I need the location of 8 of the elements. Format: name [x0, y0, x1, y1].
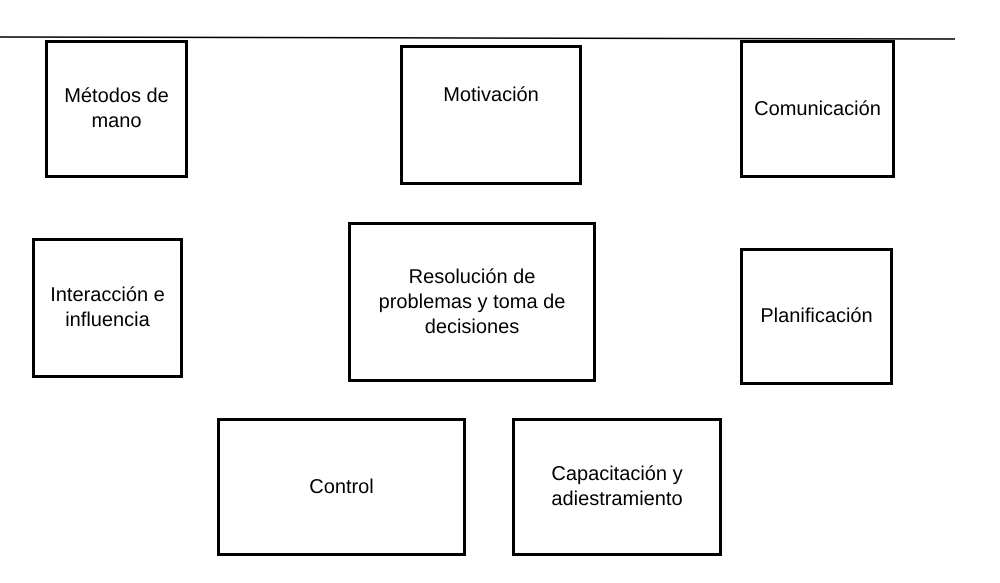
- text-box: Planificación: [740, 248, 893, 385]
- text-box: Comunicación: [740, 40, 895, 178]
- text-box: Interacción e influencia: [32, 238, 183, 378]
- text-box: Control: [217, 418, 466, 556]
- text-box: Motivación: [400, 45, 582, 185]
- text-box: Resolución de problemas y toma de decisiones: [348, 222, 596, 382]
- text-box: Métodos de mano: [45, 40, 188, 178]
- text-box: Capacitación y adiestramiento: [512, 418, 722, 556]
